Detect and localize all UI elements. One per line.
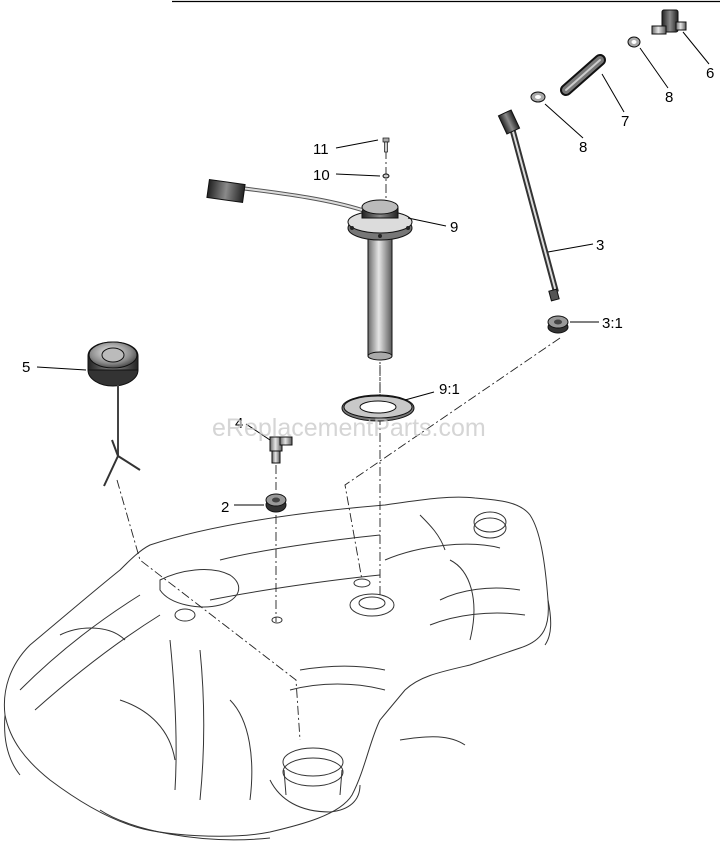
callout-labels: 11 10 9 3 3:1 9:1 5 4 2 6 8 7 8 bbox=[22, 65, 714, 516]
callout-11: 11 bbox=[313, 141, 329, 158]
vent-grommet-part bbox=[547, 315, 569, 334]
assembly-centerlines bbox=[116, 150, 561, 741]
screw-part bbox=[382, 137, 390, 153]
vent-valve-part bbox=[651, 9, 687, 35]
callout-3-1: 3:1 bbox=[602, 315, 623, 332]
leader-lines bbox=[36, 31, 710, 506]
washer-part bbox=[382, 173, 390, 179]
callout-2: 2 bbox=[221, 499, 229, 516]
callout-5: 5 bbox=[22, 359, 30, 376]
hose-clamp-part-lower bbox=[530, 91, 546, 103]
hose-clamp-part-upper bbox=[627, 36, 641, 48]
watermark: eReplacementParts.com bbox=[212, 414, 486, 442]
callout-4: 4 bbox=[235, 415, 243, 432]
callout-6: 6 bbox=[706, 65, 714, 82]
fuel-tank bbox=[3, 496, 552, 841]
callout-9: 9 bbox=[450, 219, 458, 236]
callout-7: 7 bbox=[621, 113, 629, 130]
callout-8-lower: 8 bbox=[579, 139, 587, 156]
callout-3: 3 bbox=[596, 237, 604, 254]
fuel-cap-part bbox=[87, 341, 141, 487]
callout-9-1: 9:1 bbox=[439, 381, 460, 398]
callout-10: 10 bbox=[313, 167, 330, 184]
fuel-sender-part bbox=[206, 179, 413, 361]
callout-8-upper: 8 bbox=[665, 89, 673, 106]
grommet-part bbox=[265, 493, 287, 513]
vent-tube-part bbox=[497, 109, 560, 302]
hose-part bbox=[560, 54, 606, 96]
gasket-part bbox=[341, 394, 415, 422]
elbow-fitting-part bbox=[269, 436, 293, 464]
